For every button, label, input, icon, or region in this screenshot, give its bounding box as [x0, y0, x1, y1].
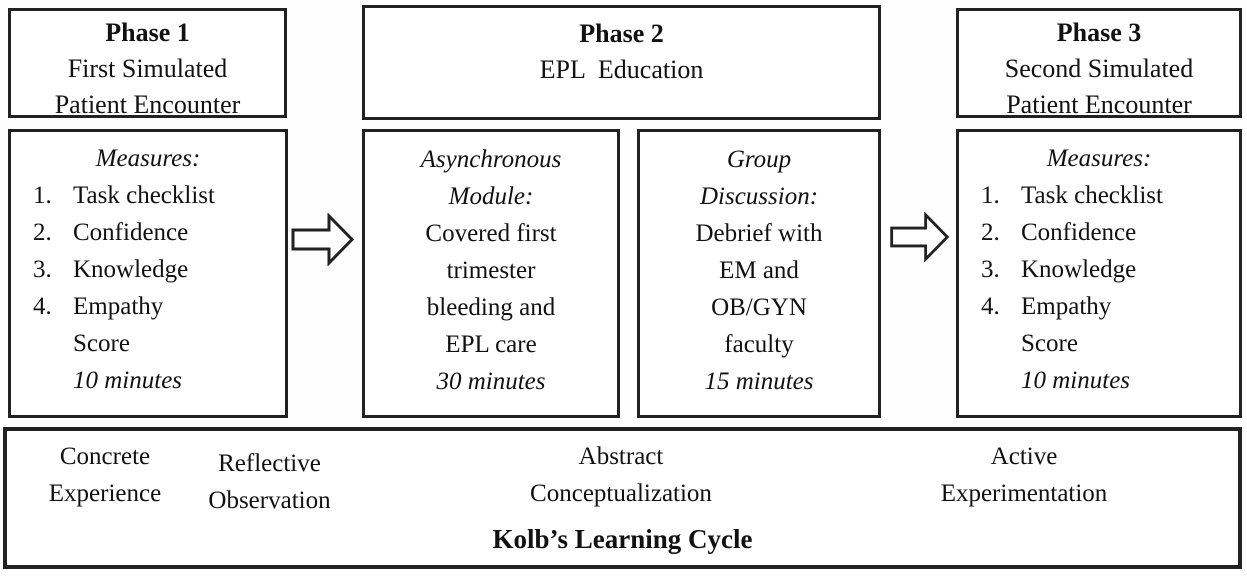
async-module-body-line: EPL care: [445, 331, 537, 358]
measures-list-item: 4. Empathy: [33, 293, 164, 320]
group-discussion-heading-line1: Group: [726, 146, 792, 173]
phase3-title: Phase 3: [1056, 18, 1142, 47]
phase3-measures-heading: Measures:: [1046, 145, 1152, 172]
phase1-subtitle-line2: Patient Encounter: [54, 90, 241, 119]
kolb-cycle-bar: Concrete Experience Reflective Observati…: [3, 427, 1242, 569]
async-module-heading-line1: Asynchronous: [420, 146, 562, 173]
phase1-header-box: Phase 1 First Simulated Patient Encounte…: [8, 8, 287, 119]
phase1-measures-box: Measures: 1. Task checklist 2. Confidenc…: [8, 129, 288, 418]
phase1-subtitle-line1: First Simulated: [67, 54, 228, 83]
async-module-body-line: bleeding and: [426, 294, 556, 321]
group-discussion-body-line: Debrief with: [695, 220, 823, 247]
measures-list-item: 1. Task checklist: [981, 182, 1163, 209]
phase2-header-box: Phase 2 EPL Education: [362, 5, 881, 120]
group-discussion-heading-line2: Discussion:: [699, 183, 819, 210]
kolb-cycle-title: Kolb’s Learning Cycle: [492, 524, 753, 554]
arrow-right-icon: [291, 213, 354, 266]
async-module-duration: 30 minutes: [436, 368, 546, 395]
measures-list-item: 2. Confidence: [33, 219, 189, 246]
kolb-stage-reflective-observation: Reflective Observation: [208, 450, 331, 514]
measures-list-item-continuation: Score: [1021, 330, 1078, 357]
kolb-stage-concrete-experience: Concrete Experience: [48, 443, 162, 507]
async-module-body-line: trimester: [446, 257, 536, 284]
group-discussion-body-line: EM and: [719, 257, 799, 284]
async-module-heading-line2: Module:: [448, 183, 534, 210]
phase3-subtitle-line2: Patient Encounter: [1006, 90, 1192, 119]
phase3-subtitle-line1: Second Simulated: [1004, 54, 1194, 83]
group-discussion-box: Group Discussion: Debrief with EM and OB…: [637, 129, 881, 418]
phase2-subtitle: EPL Education: [539, 55, 704, 84]
kolb-stage-active-experimentation: Active Experimentation: [940, 443, 1108, 507]
phase1-duration: 10 minutes: [73, 367, 183, 394]
kolb-stage-abstract-conceptualization: Abstract Conceptualization: [530, 443, 712, 507]
measures-list-item: 3. Knowledge: [33, 256, 189, 283]
arrow-right-icon: [889, 212, 950, 262]
phase2-title: Phase 2: [579, 19, 664, 48]
measures-list-item-continuation: Score: [73, 330, 130, 357]
group-discussion-body-line: faculty: [724, 331, 794, 358]
phase3-duration: 10 minutes: [1021, 367, 1131, 394]
measures-list-item: 1. Task checklist: [33, 182, 215, 209]
measures-list-item: 3. Knowledge: [981, 256, 1137, 283]
phase3-header-box: Phase 3 Second Simulated Patient Encount…: [956, 8, 1242, 119]
measures-list-item: 4. Empathy: [981, 293, 1112, 320]
measures-list-item: 2. Confidence: [981, 219, 1137, 246]
async-module-box: Asynchronous Module: Covered first trime…: [362, 129, 620, 418]
phase3-measures-box: Measures: 1. Task checklist 2. Confidenc…: [956, 129, 1242, 418]
async-module-body-line: Covered first: [425, 220, 557, 247]
phase1-title: Phase 1: [105, 18, 190, 47]
group-discussion-duration: 15 minutes: [704, 368, 814, 395]
group-discussion-body-line: OB/GYN: [711, 294, 807, 321]
phase1-measures-heading: Measures:: [95, 145, 201, 172]
